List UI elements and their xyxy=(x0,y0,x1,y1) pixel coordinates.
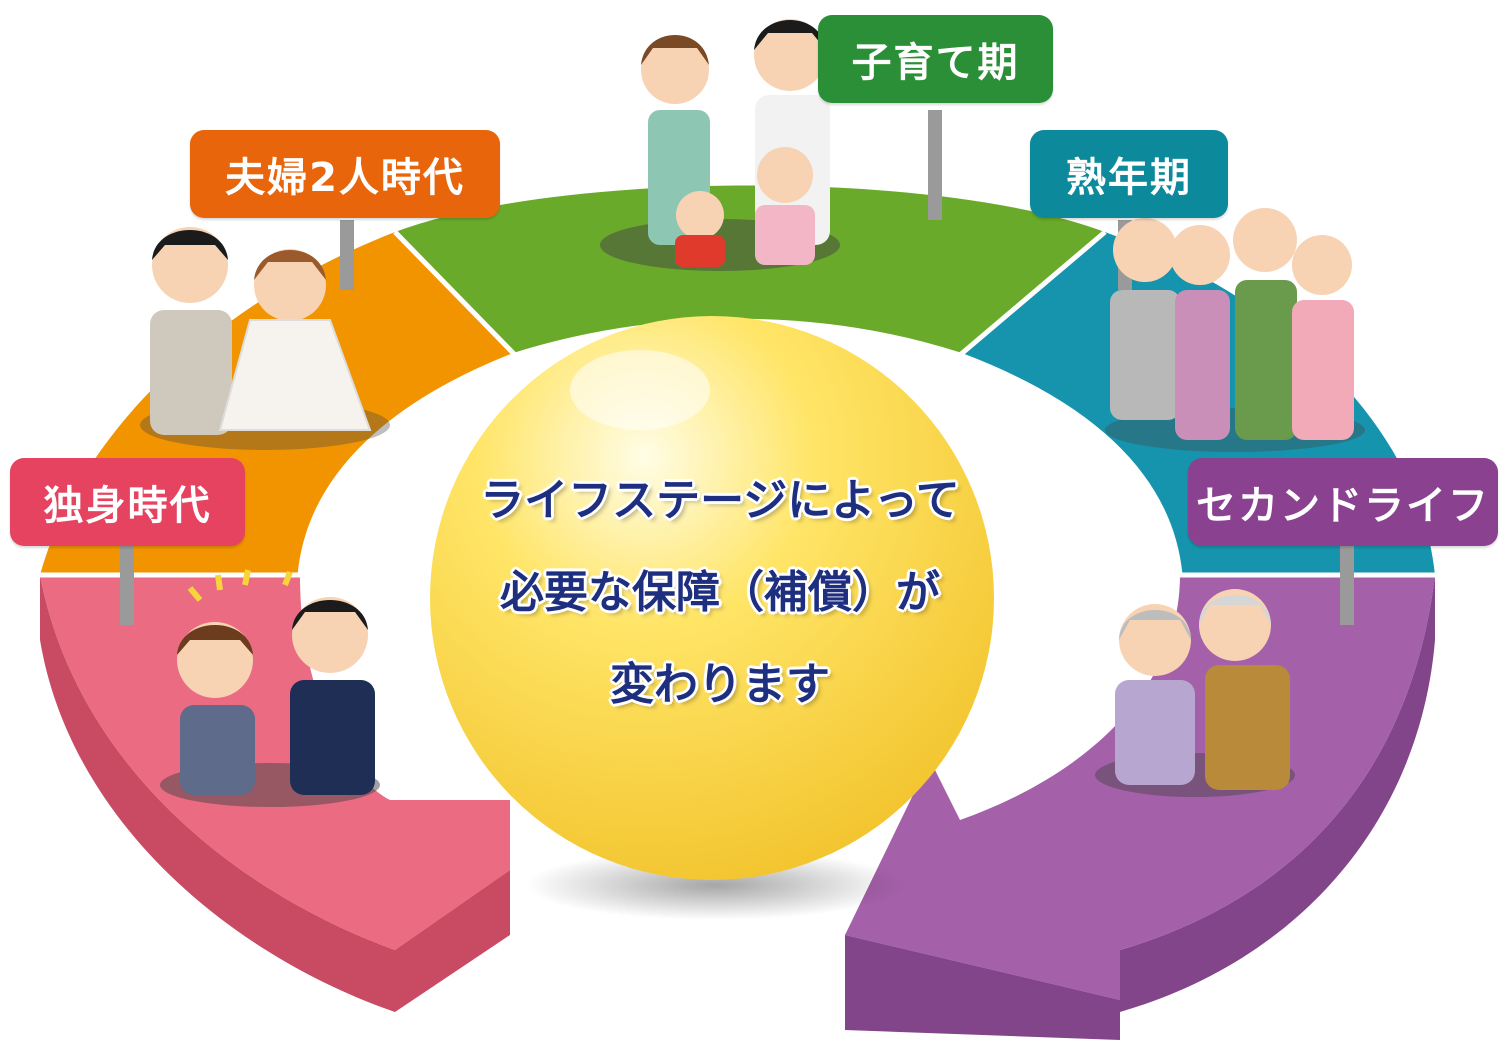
stage-label-single: 独身時代 xyxy=(10,458,245,546)
wedding-couple-illustration xyxy=(140,227,390,450)
stage-label-mature: 熟年期 xyxy=(1030,130,1228,218)
center-message: ライフステージによって 必要な保障（補償）が 変わります xyxy=(440,455,1000,731)
stage-label-couple: 夫婦2人時代 xyxy=(190,130,500,218)
segment-single-arrowhead-side xyxy=(395,870,510,1012)
center-message-line2: 必要な保障（補償）が xyxy=(500,567,940,618)
center-message-line3: 変わります xyxy=(610,659,830,710)
elderly-couple-illustration xyxy=(1095,589,1295,797)
segment-single-side xyxy=(40,575,395,1012)
stage-label-parenting: 子育て期 xyxy=(818,15,1053,103)
segment-second-life-arrowhead-side xyxy=(845,935,1120,1040)
sphere-highlight xyxy=(570,350,710,430)
family-with-children-illustration xyxy=(600,19,840,271)
stage-label-second-life: セカンドライフ xyxy=(1188,458,1498,546)
center-sphere xyxy=(430,316,994,880)
sphere-shadow xyxy=(525,850,905,920)
segment-parenting xyxy=(395,185,1105,355)
center-message-line1: ライフステージによって xyxy=(480,475,960,526)
young-couple-in-suits-illustration xyxy=(160,569,380,807)
middle-aged-couples-illustration xyxy=(1105,208,1365,452)
segment-second-life-side xyxy=(1120,575,1435,1012)
